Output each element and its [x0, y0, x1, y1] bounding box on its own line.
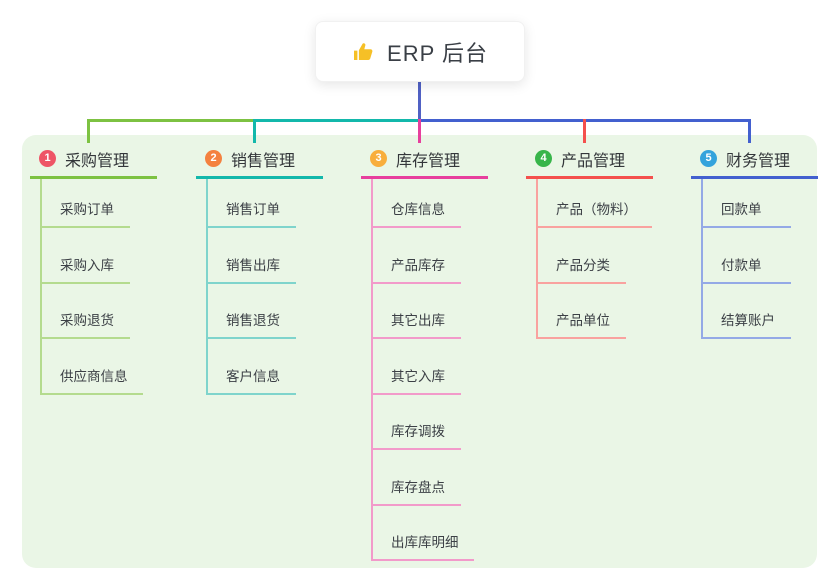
child-node[interactable]: 客户信息 — [208, 339, 296, 395]
child-node-label: 产品（物料） — [556, 202, 637, 217]
child-node[interactable]: 采购订单 — [42, 179, 130, 228]
branch-label: 产品管理 — [561, 152, 626, 170]
branch-children-3: 仓库信息产品库存其它出库其它入库库存调拨库存盘点出库库明细 — [371, 179, 474, 561]
branch-children-2: 销售订单销售出库销售退货客户信息 — [206, 179, 296, 395]
child-node-label: 回款单 — [721, 202, 762, 217]
child-node[interactable]: 仓库信息 — [373, 179, 461, 228]
child-node-label: 其它出库 — [391, 313, 445, 328]
branch-label: 销售管理 — [231, 152, 296, 170]
branch-children-1: 采购订单采购入库采购退货供应商信息 — [40, 179, 143, 395]
child-node[interactable]: 其它出库 — [373, 284, 461, 339]
branch-children-4: 产品（物料） 产品分类产品单位 — [536, 179, 652, 339]
branch-header-3[interactable]: 3 库存管理 — [361, 143, 488, 179]
child-node[interactable]: 采购退货 — [42, 284, 130, 339]
child-node[interactable]: 其它入库 — [373, 339, 461, 395]
branch-badge: 5 — [700, 150, 717, 167]
branch-badge: 3 — [370, 150, 387, 167]
child-node-label: 采购退货 — [60, 313, 114, 328]
child-node[interactable]: 库存盘点 — [373, 450, 461, 506]
root-node[interactable]: ERP 后台 — [315, 21, 525, 82]
child-node-label: 产品库存 — [391, 257, 445, 273]
child-node-label: 销售出库 — [226, 257, 280, 273]
child-node[interactable]: 销售出库 — [208, 228, 296, 284]
branch-label: 财务管理 — [726, 152, 791, 170]
branch-header-2[interactable]: 2 销售管理 — [196, 143, 323, 179]
child-node-label: 付款单 — [721, 257, 762, 273]
child-node[interactable]: 出库库明细 — [373, 506, 474, 561]
branch-label: 库存管理 — [396, 152, 461, 170]
root-node-title: ERP 后台 — [387, 40, 488, 66]
child-node-label: 其它入库 — [391, 368, 445, 384]
branch-header-4[interactable]: 4 产品管理 — [526, 143, 653, 179]
branch-header-1[interactable]: 1 采购管理 — [30, 143, 157, 179]
child-node[interactable]: 产品分类 — [538, 228, 626, 284]
child-node[interactable]: 销售订单 — [208, 179, 296, 228]
child-node-label: 产品单位 — [556, 313, 610, 328]
thumbs-up-icon — [354, 42, 373, 60]
child-node-label: 结算账户 — [721, 313, 775, 328]
child-node[interactable]: 产品库存 — [373, 228, 461, 284]
child-node-label: 销售订单 — [226, 202, 280, 217]
child-node[interactable]: 库存调拨 — [373, 395, 461, 450]
branch-children-5: 回款单付款单结算账户 — [701, 179, 791, 339]
child-node[interactable]: 采购入库 — [42, 228, 130, 284]
child-node[interactable]: 结算账户 — [703, 284, 791, 339]
child-node-label: 销售退货 — [226, 313, 280, 328]
child-node-label: 产品分类 — [556, 257, 610, 273]
child-node[interactable]: 产品（物料） — [538, 179, 652, 228]
child-node[interactable]: 销售退货 — [208, 284, 296, 339]
child-node-label: 供应商信息 — [60, 368, 128, 384]
child-node-label: 采购入库 — [60, 257, 114, 273]
child-node[interactable]: 回款单 — [703, 179, 791, 228]
child-node-label: 客户信息 — [226, 368, 280, 384]
branch-label: 采购管理 — [65, 152, 130, 170]
child-node[interactable]: 产品单位 — [538, 284, 626, 339]
branch-badge: 1 — [39, 150, 56, 167]
branch-badge: 2 — [205, 150, 222, 167]
child-node-label: 出库库明细 — [391, 535, 459, 550]
child-node[interactable]: 付款单 — [703, 228, 791, 284]
child-node-label: 库存调拨 — [391, 424, 445, 439]
branches-panel — [22, 135, 817, 568]
child-node-label: 库存盘点 — [391, 479, 445, 495]
child-node-label: 仓库信息 — [391, 202, 445, 217]
branch-header-5[interactable]: 5 财务管理 — [691, 143, 818, 179]
branch-badge: 4 — [535, 150, 552, 167]
child-node[interactable]: 供应商信息 — [42, 339, 143, 395]
child-node-label: 采购订单 — [60, 202, 114, 217]
